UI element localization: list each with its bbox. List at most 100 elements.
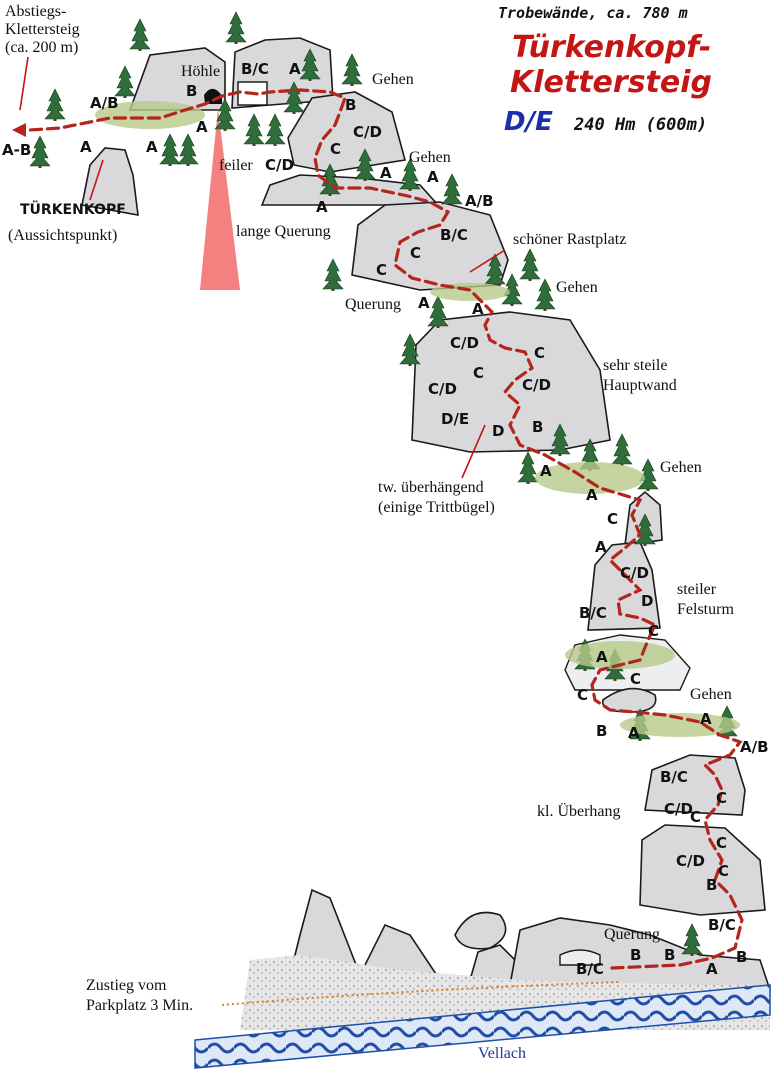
grade-label: C <box>534 344 545 362</box>
grade-label: B <box>630 946 641 964</box>
label-pillar: feiler <box>219 157 253 174</box>
label-river: Vellach <box>478 1045 526 1062</box>
grade-label: D <box>492 422 504 440</box>
label-walk-4: Gehen <box>660 459 702 476</box>
grade-label: A <box>540 462 552 480</box>
grade-label: C <box>473 364 484 382</box>
rest-pointer <box>469 249 506 273</box>
label-long-traverse: lange Querung <box>236 223 331 240</box>
grade-label: C/D <box>265 156 294 174</box>
grade-label: A <box>289 60 301 78</box>
grade-label: A <box>700 710 712 728</box>
grade-label: A <box>80 138 92 156</box>
grade-label: C <box>648 622 659 640</box>
grade-label: B <box>186 82 197 100</box>
label-tower-line1: steiler <box>677 581 717 598</box>
grade-label: B/C <box>708 916 736 934</box>
label-descent-line3: (ca. 200 m) <box>5 39 78 56</box>
label-descent-line2: Klettersteig <box>5 21 80 38</box>
grade-label: B/C <box>576 960 604 978</box>
route-arrow <box>12 123 26 137</box>
grade-label: C <box>716 834 727 852</box>
label-walk-1: Gehen <box>372 71 414 88</box>
grade-label: C/D <box>522 376 551 394</box>
grade-label: B/C <box>660 768 688 786</box>
label-rest-spot: schöner Rastplatz <box>513 231 626 248</box>
grade-label: B <box>532 418 543 436</box>
label-traverse-1: Querung <box>345 296 401 313</box>
grade-label: A <box>595 538 607 556</box>
label-steep-wall-line2: Hauptwand <box>603 377 677 394</box>
label-walk-2: Gehen <box>409 149 451 166</box>
grade-label: A <box>146 138 158 156</box>
grade-label: C/D <box>664 800 693 818</box>
grade-label: A <box>706 960 718 978</box>
descent-pointer <box>19 56 29 111</box>
grade-label: A <box>586 486 598 504</box>
header-title-line2: Klettersteig <box>510 65 712 100</box>
river-vellach <box>194 984 771 1069</box>
grade-label: C <box>577 686 588 704</box>
grade-label: B <box>706 876 717 894</box>
grade-label: A <box>418 294 430 312</box>
header-title-line1: Türkenkopf- <box>512 30 711 65</box>
label-overhang-line2: (einige Trittbügel) <box>378 499 495 516</box>
grade-label: B <box>345 96 356 114</box>
summit-marker <box>200 108 240 290</box>
grade-labels: A/B A A B A B/C A B C/D C C/D A A A/B A … <box>80 60 769 978</box>
label-approach-line2: Parkplatz 3 Min. <box>86 997 193 1014</box>
label-cave: Höhle <box>181 63 220 80</box>
grade-label: C <box>376 261 387 279</box>
grade-label: C/D <box>620 564 649 582</box>
grade-label: C <box>330 140 341 158</box>
grade-label: A <box>596 648 608 666</box>
grade-label: A <box>628 724 640 742</box>
grade-label: C <box>718 862 729 880</box>
label-steep-wall-line1: sehr steile <box>603 357 667 374</box>
grade-label: A <box>427 168 439 186</box>
grade-label: D <box>641 592 653 610</box>
label-small-overhang: kl. Überhang <box>537 802 621 820</box>
grade-label: C <box>607 510 618 528</box>
grade-label: D/E <box>441 410 469 428</box>
label-peak-note: (Aussichtspunkt) <box>8 227 117 244</box>
label-approach-line1: Zustieg vom <box>86 977 167 994</box>
label-tower-line2: Felsturm <box>677 601 734 618</box>
peak-pointer <box>89 159 104 201</box>
route-line <box>16 88 744 970</box>
grade-label: B <box>596 722 607 740</box>
grade-label: A/B <box>90 94 119 112</box>
label-walk-3: Gehen <box>556 279 598 296</box>
header-subtitle: Trobewände, ca. 780 m <box>498 4 688 22</box>
grade-label: B <box>664 946 675 964</box>
grade-label: A/B <box>740 738 769 756</box>
grade-label: C <box>410 244 421 262</box>
grade-label: A <box>472 300 484 318</box>
grade-label: A <box>196 118 208 136</box>
grade-label: A <box>380 164 392 182</box>
grade-label: C/D <box>353 123 382 141</box>
overhang-pointer <box>461 424 486 479</box>
grade-label: C <box>630 670 641 688</box>
grade-label: B/C <box>241 60 269 78</box>
label-traverse-2: Querung <box>604 926 660 943</box>
grade-label: C <box>716 789 727 807</box>
label-peak-name: TÜRKENKOPF <box>20 200 126 218</box>
header-height-info: 240 Hm (600m) <box>573 115 707 135</box>
grade-label: C <box>690 808 701 826</box>
grade-label: B/C <box>440 226 468 244</box>
grade-label: A <box>316 198 328 216</box>
grade-label: C/D <box>428 380 457 398</box>
header-difficulty: D/E <box>504 107 553 137</box>
label-overhang-line1: tw. überhängend <box>378 479 484 496</box>
grade-label: B <box>736 948 747 966</box>
label-descent-grade: A-B <box>2 141 31 159</box>
grade-label: C/D <box>450 334 479 352</box>
label-descent-line1: Abstiegs- <box>5 3 66 20</box>
approach-path <box>221 981 621 1006</box>
grade-label: C/D <box>676 852 705 870</box>
grade-label: A/B <box>465 192 494 210</box>
label-walk-5: Gehen <box>690 686 732 703</box>
grade-label: B/C <box>579 604 607 622</box>
